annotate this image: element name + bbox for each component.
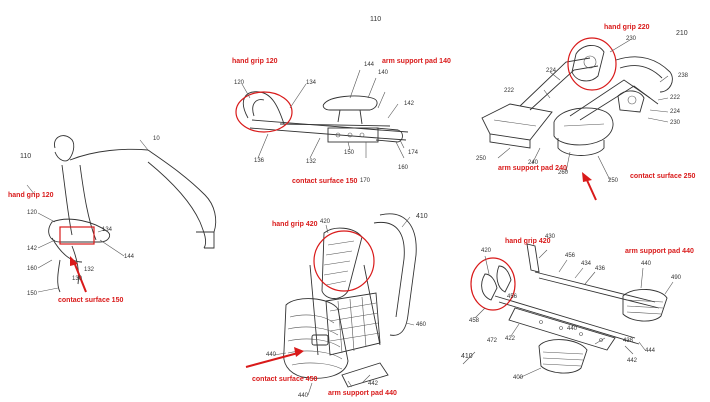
ref-number: 250: [476, 156, 487, 162]
ref-number: 10: [153, 136, 160, 142]
ref-number: 130: [72, 276, 83, 282]
hand-grip-highlight: [59, 226, 95, 245]
ref-number: 460: [416, 322, 427, 328]
ref-number: 224: [670, 109, 681, 115]
ref-number: 132: [306, 159, 317, 165]
ref-number: 444: [645, 348, 656, 354]
figure-panel-extended-bar: 410 hand grip 420 arm support pad 440 42…: [455, 228, 710, 402]
ref-number: 458: [469, 318, 480, 324]
ref-number: 438: [623, 338, 634, 344]
label-contact-surface: contact surface 450: [252, 376, 318, 383]
label-hand-grip: hand grip 420: [272, 221, 318, 228]
ref-number: 440: [641, 261, 652, 267]
ref-number: 170: [360, 178, 371, 184]
ref-number: 140: [378, 70, 389, 76]
ref-number: 144: [124, 254, 135, 260]
ref-number: 160: [27, 266, 38, 272]
ref-number: 238: [678, 73, 689, 79]
label-hand-grip: hand grip 120: [232, 58, 278, 65]
ref-number: 150: [344, 150, 355, 156]
ref-number: 420: [320, 219, 331, 225]
ref-number: 142: [404, 101, 415, 107]
ref-number: 400: [513, 375, 524, 381]
label-arm-support-pad: arm support pad 440: [328, 390, 397, 397]
ref-number: 120: [234, 80, 245, 86]
hand-grip-highlight: [313, 230, 375, 292]
figure-panel-aerobar-side: 110 hand grip 120 arm support pad 140 co…: [220, 0, 470, 200]
hand-grip-highlight: [567, 37, 617, 91]
fig-number: 110: [20, 153, 32, 160]
label-contact-surface: contact surface 150: [292, 178, 358, 185]
ref-number: 440: [266, 352, 277, 358]
ref-number: 120: [27, 210, 38, 216]
ref-number: 230: [626, 36, 637, 42]
label-hand-grip: hand grip 220: [604, 24, 650, 31]
ref-number: 142: [27, 246, 38, 252]
ref-number: 134: [102, 227, 113, 233]
ref-number: 174: [408, 150, 419, 156]
ref-number: 442: [368, 381, 379, 387]
ref-number: 132: [84, 267, 95, 273]
ref-number: 490: [671, 275, 682, 281]
extended-bar-drawing: [462, 243, 674, 379]
ref-number: 250: [608, 178, 619, 184]
label-hand-grip: hand grip 120: [8, 192, 54, 199]
ref-number: 224: [546, 68, 557, 74]
fig-number: 110: [370, 16, 382, 23]
ref-number: 440: [298, 393, 309, 399]
label-contact-surface: contact surface 250: [630, 173, 696, 180]
figure-panel-dual-pad: 210 hand grip 220 arm support pad 240 co…: [470, 0, 710, 210]
ref-number: 420: [481, 248, 492, 254]
ref-number: 134: [306, 80, 317, 86]
ref-number: 440: [567, 326, 578, 332]
label-arm-support-pad: arm support pad 440: [625, 248, 694, 255]
label-arm-support-pad: arm support pad 140: [382, 58, 451, 65]
dual-pad-drawing: [481, 37, 673, 201]
ref-number: 240: [528, 160, 539, 166]
ref-number: 456: [565, 253, 576, 259]
hand-grip-highlight: [235, 91, 293, 133]
label-arm-support-pad: arm support pad 240: [498, 165, 567, 172]
ref-number: 422: [505, 336, 516, 342]
ref-number: 136: [254, 158, 265, 164]
aerobar-side-drawing: [235, 69, 409, 159]
fig-number: 410: [461, 353, 473, 360]
figure-panel-textured-pad: 410 hand grip 420 contact surface 450 ar…: [230, 205, 450, 402]
fig-number: 410: [416, 213, 428, 220]
ref-number: 144: [364, 62, 375, 68]
label-hand-grip: hand grip 420: [505, 238, 551, 245]
ref-number: 436: [595, 266, 606, 272]
figure-panel-person: 110 hand grip 120 contact surface 150 10…: [0, 0, 240, 402]
ref-number: 150: [27, 291, 38, 297]
ref-number: 222: [670, 95, 681, 101]
ref-number: 230: [670, 120, 681, 126]
textured-pad-drawing: [245, 213, 417, 396]
label-contact-surface: contact surface 150: [58, 297, 124, 304]
ref-number: 434: [581, 261, 592, 267]
ref-number: 472: [487, 338, 498, 344]
ref-number: 222: [504, 88, 515, 94]
ref-number: 456: [507, 294, 518, 300]
hand-grip-highlight: [470, 257, 516, 311]
ref-number: 442: [627, 358, 638, 364]
ref-number: 430: [545, 234, 556, 240]
ref-number: 260: [558, 170, 569, 176]
person-drawing: [26, 135, 217, 293]
ref-number: 160: [398, 165, 409, 171]
fig-number: 210: [676, 30, 688, 37]
